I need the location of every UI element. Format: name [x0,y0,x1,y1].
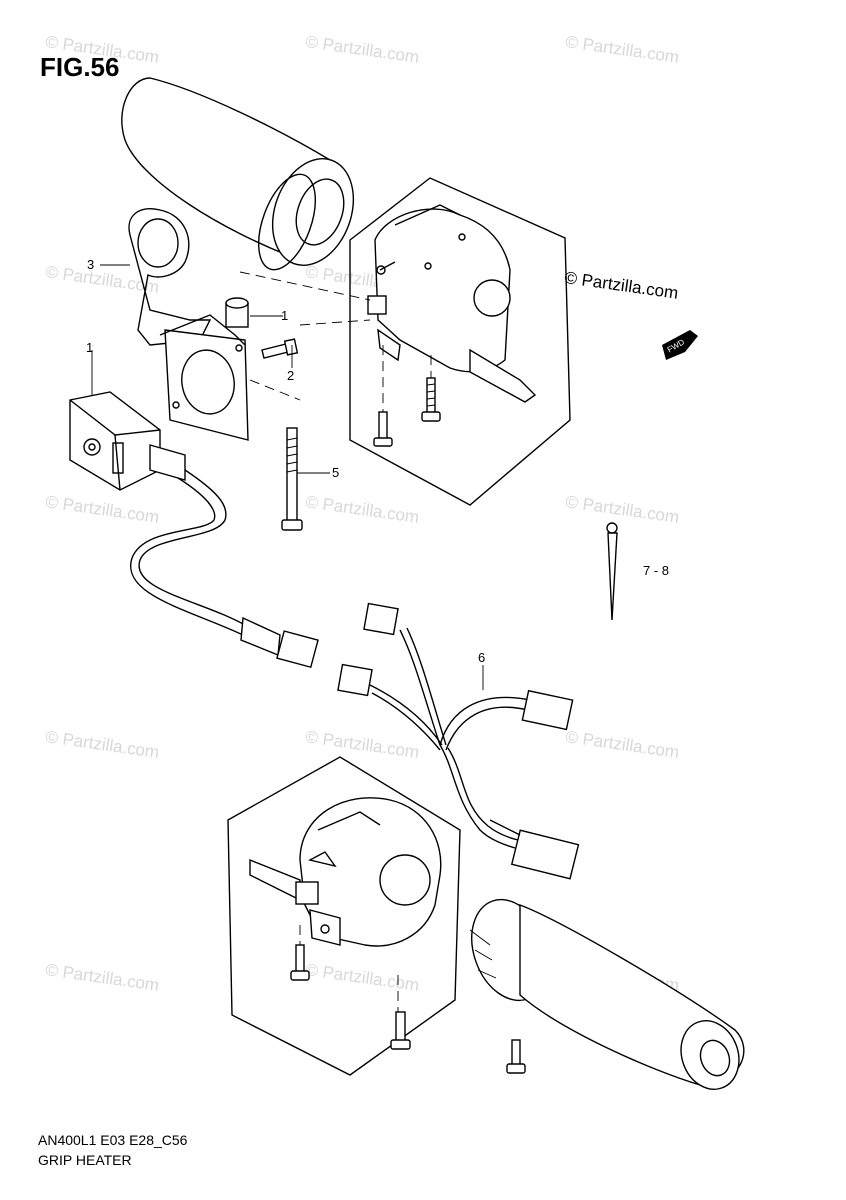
callout-leaders [91,264,484,690]
diagram-code: AN400L1 E03 E28_C56 [38,1132,188,1148]
callout-7-8: 7 - 8 [643,563,670,578]
mount-bracket [159,314,249,441]
heater-switch-unit [69,391,186,491]
callout-1: 1 [281,308,289,323]
screw [261,338,299,359]
long-bolt [281,427,303,531]
diagram-name: GRIP HEATER [38,1152,132,1168]
spacer-collar [225,297,249,328]
assembly-leader-lines [239,271,432,1015]
forward-arrow-badge: FWD [662,330,698,360]
left-handlebar-grip [121,77,355,271]
right-switch-housing [349,177,571,506]
figure-title: FIG.56 [40,52,120,82]
right-handlebar-grip [469,898,745,1090]
callout-3: 3 [87,257,95,272]
callout-2: 2 [287,368,295,383]
wiring-harness [129,469,580,880]
left-switch-housing [227,756,461,1076]
callout-5: 5 [332,465,340,480]
heater-ring [128,208,212,346]
callout-6: 6 [478,650,486,665]
callout-1: 1 [86,340,94,355]
cable-tie [606,522,618,621]
